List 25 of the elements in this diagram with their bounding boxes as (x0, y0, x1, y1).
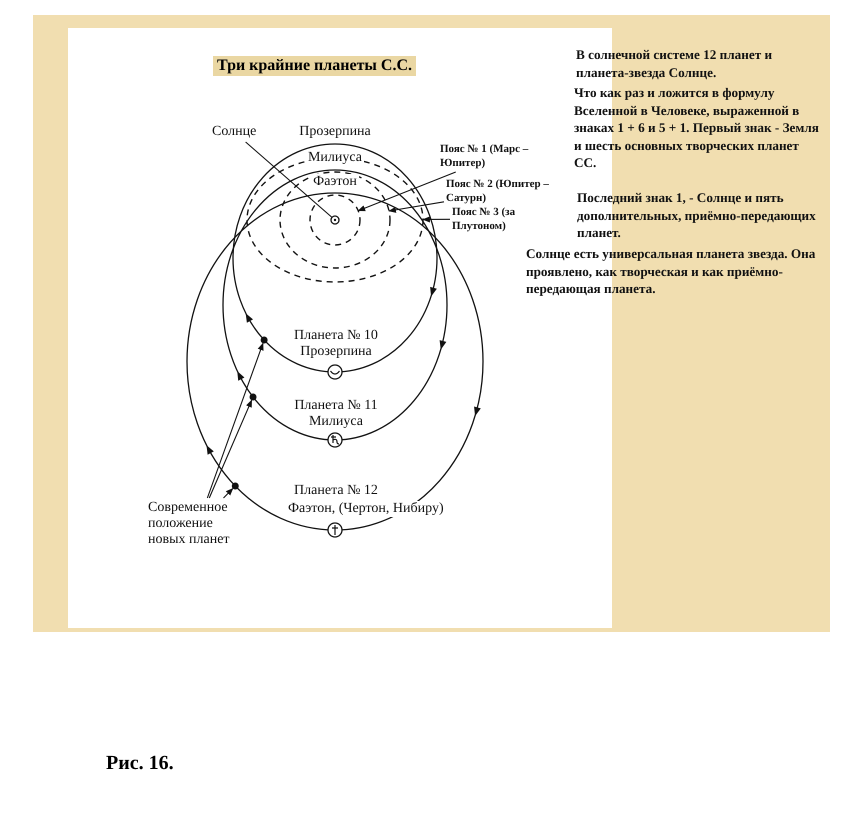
note-text: Что как раз и ложится в формулу Вселенной в Человеке, выраженной в знаках 1 + 6 и 5 + 1. Первый знак - Земля и шесть основных творческих планет СС. (574, 84, 820, 172)
belt-label: Пояс № 1 (Марс – Юпитер) (440, 142, 552, 170)
leader-line (245, 142, 332, 218)
note-text: Последний знак 1, - Солнце и пять дополнительных, приёмно-передающих планет. (577, 189, 817, 242)
leader-line (422, 216, 450, 222)
leader-line (388, 201, 444, 213)
orbit-label: Прозерпина (297, 124, 373, 140)
title: Три крайние планеты С.С. (213, 56, 416, 76)
planet-label: Милиуса (306, 414, 366, 430)
leader-line (223, 488, 234, 498)
planet-position-marker (250, 394, 257, 400)
leader-line (208, 400, 252, 498)
belt-label: Пояс № 3 (за Плутоном) (452, 205, 552, 233)
planet-position-marker (260, 336, 268, 344)
sun-label: Солнце (210, 124, 258, 140)
leader-line (206, 342, 264, 498)
planet-position-marker (232, 482, 239, 490)
caption: Рис. 16. (106, 752, 174, 775)
note-text: Солнце есть универсальная планета звезда. Она проявлено, как творческая и как приёмно-передающая планета. (526, 245, 816, 298)
leader-line (358, 171, 456, 212)
orbit-label: Милиуса (306, 150, 364, 166)
planet-label: Прозерпина (298, 344, 374, 360)
note-text: В солнечной системе 12 планет и планета-звезда Солнце. (576, 46, 774, 81)
planet-label: Фаэтон, (Чертон, Нибиру) (286, 501, 446, 517)
belt-label: Пояс № 2 (Юпитер – Сатурн) (446, 177, 572, 205)
